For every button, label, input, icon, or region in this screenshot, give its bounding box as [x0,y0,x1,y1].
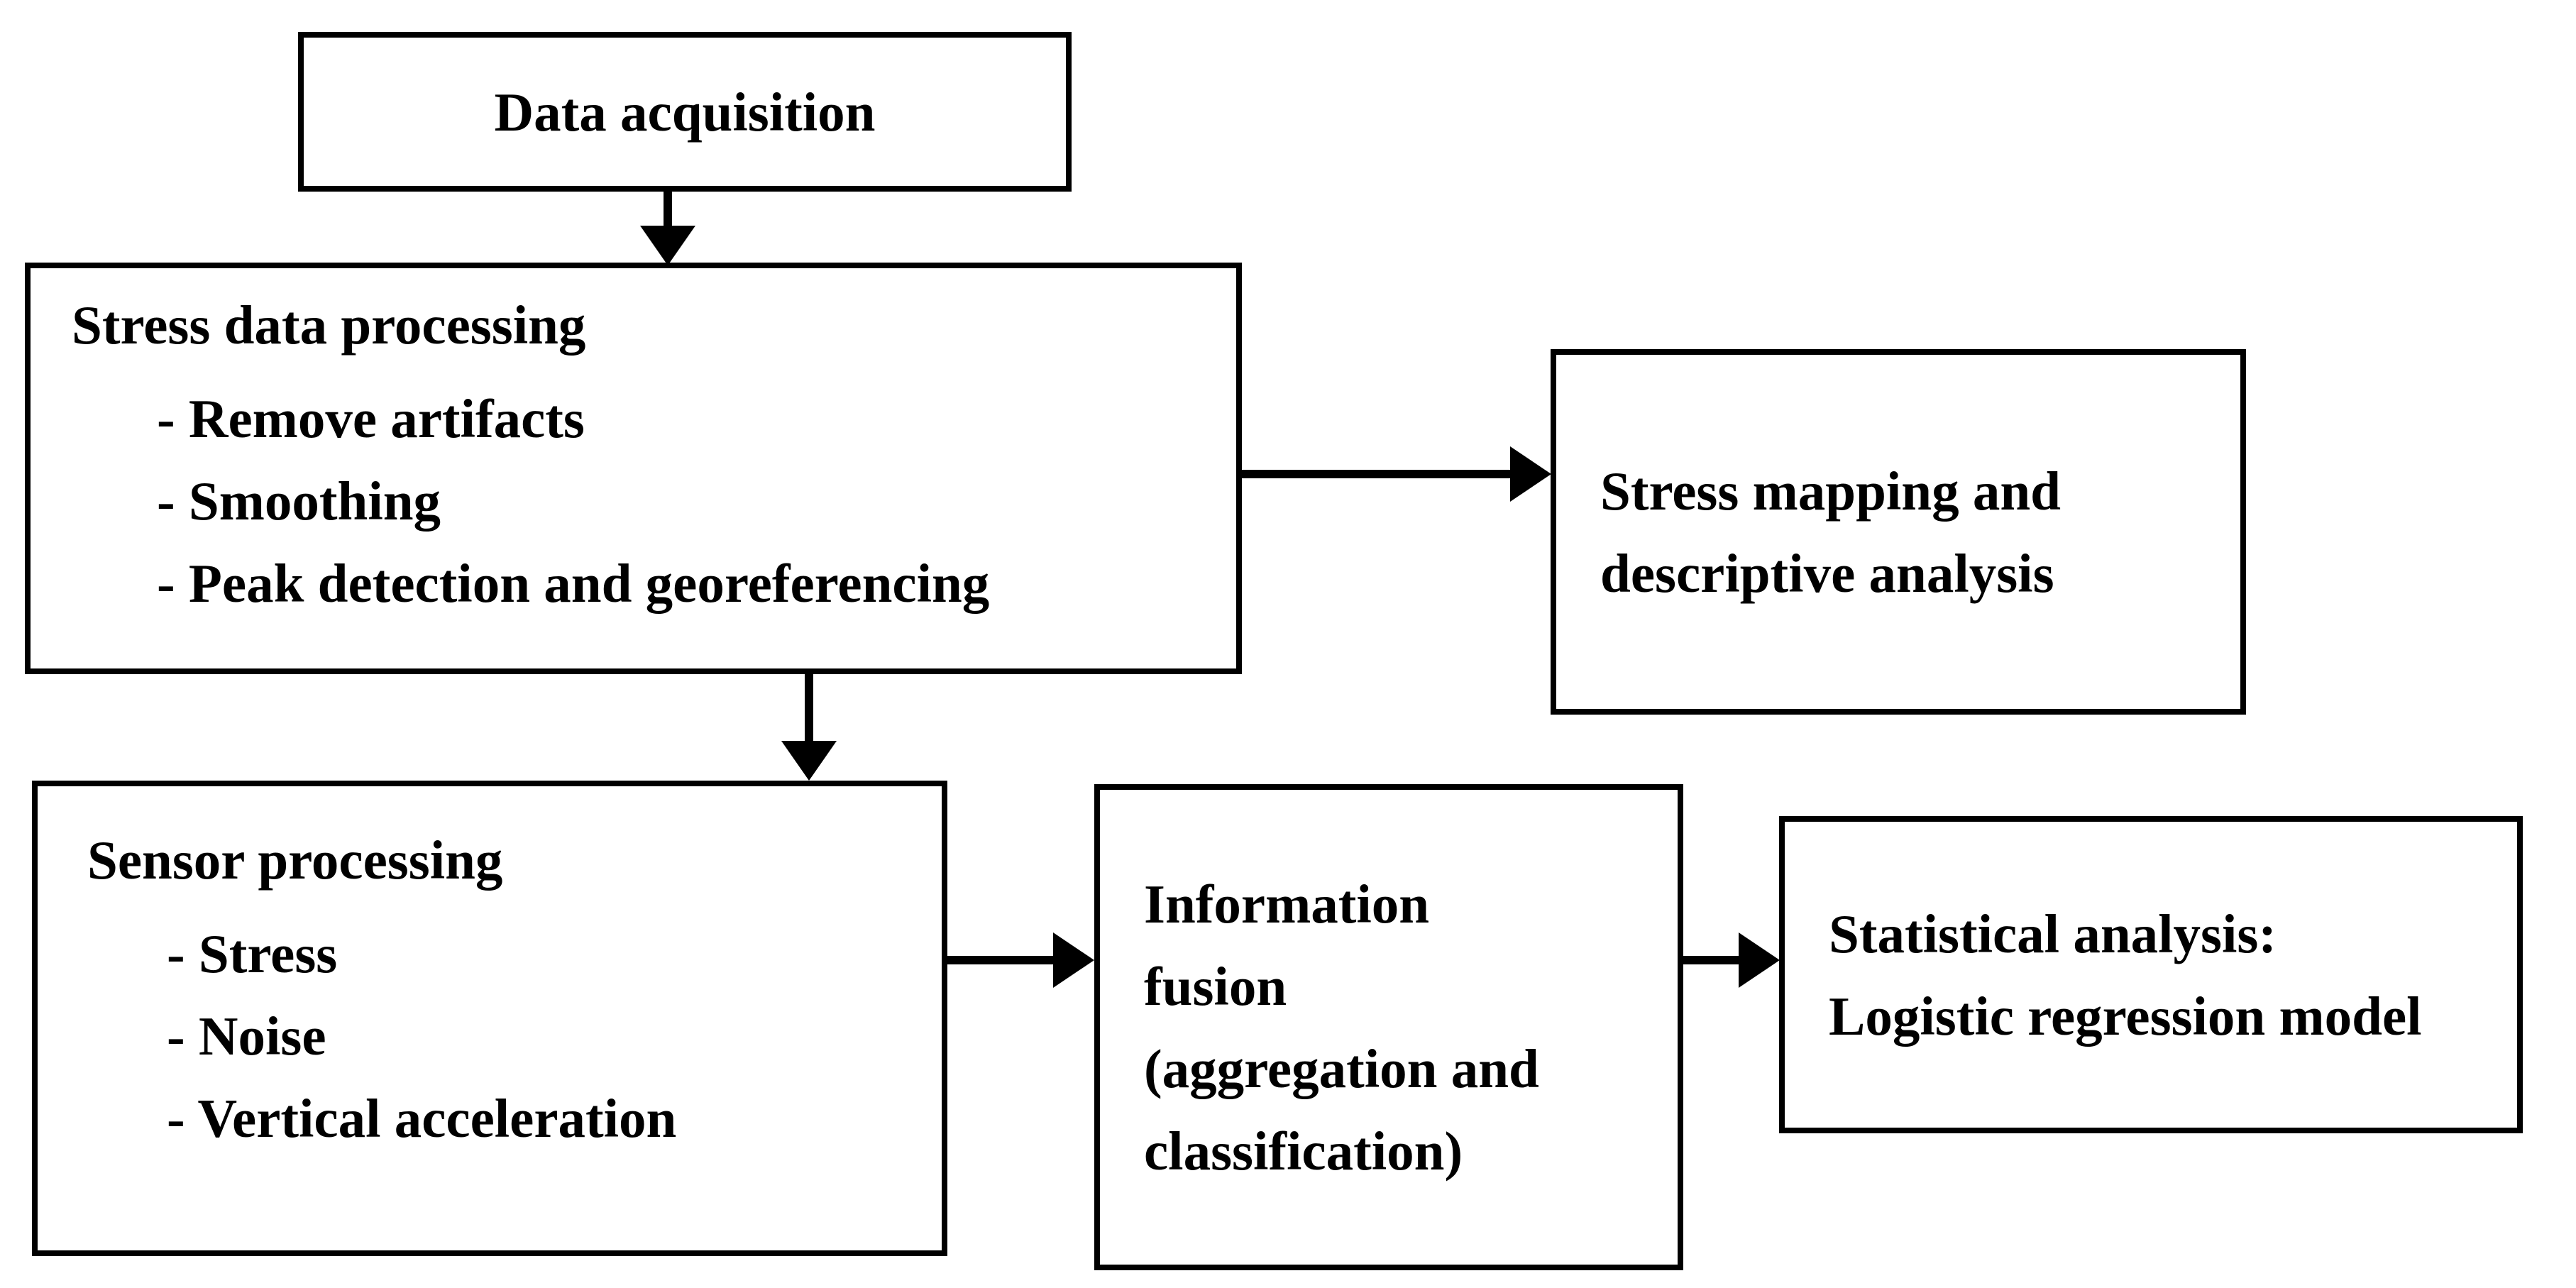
box-stress-data-processing-title: Stress data processing [72,295,586,356]
box-statistical-analysis: Statistical analysis: Logistic regressio… [1779,816,2523,1133]
sensor-processing-list: - Stress - Noise - Vertical acceleration [87,913,942,1160]
arrowhead-right-icon [1739,932,1780,988]
arrowhead-down-icon [781,741,837,781]
arrowhead-right-icon [1053,932,1094,988]
box-sensor-processing-title: Sensor processing [87,830,503,891]
list-item: - Peak detection and georeferencing [157,553,990,614]
box-stress-mapping-line: descriptive analysis [1600,542,2054,604]
box-stress-mapping-line: Stress mapping and [1600,460,2062,522]
box-sensor-processing: Sensor processing - Stress - Noise - Ver… [32,781,947,1256]
list-item: - Vertical acceleration [167,1088,677,1149]
list-item: - Noise [167,1006,326,1067]
arrow-shaft [664,190,672,230]
box-statistical-analysis-line: Logistic regression model [1829,985,2422,1047]
box-stress-mapping: Stress mapping and descriptive analysis [1551,349,2246,715]
box-data-acquisition: Data acquisition [298,32,1072,192]
box-information-fusion-line: fusion [1144,955,1287,1017]
box-statistical-analysis-line: Statistical analysis: [1829,903,2277,964]
arrowhead-down-icon [640,226,695,265]
box-data-acquisition-title: Data acquisition [494,81,876,143]
list-item: - Stress [167,923,338,984]
arrow-shaft [947,956,1057,964]
box-information-fusion-line: classification) [1144,1120,1463,1182]
arrow-shaft [1683,956,1744,964]
box-information-fusion-line: Information [1144,873,1430,935]
box-information-fusion-line: (aggregation and [1144,1037,1539,1099]
box-stress-data-processing: Stress data processing - Remove artifact… [25,263,1242,674]
stress-data-processing-list: - Remove artifacts - Smoothing - Peak de… [72,378,1236,624]
arrow-shaft [805,674,813,745]
list-item: - Smoothing [157,470,441,532]
arrow-shaft [1242,470,1514,478]
list-item: - Remove artifacts [157,388,585,449]
arrowhead-right-icon [1510,446,1551,502]
box-information-fusion: Information fusion (aggregation and clas… [1094,784,1683,1270]
